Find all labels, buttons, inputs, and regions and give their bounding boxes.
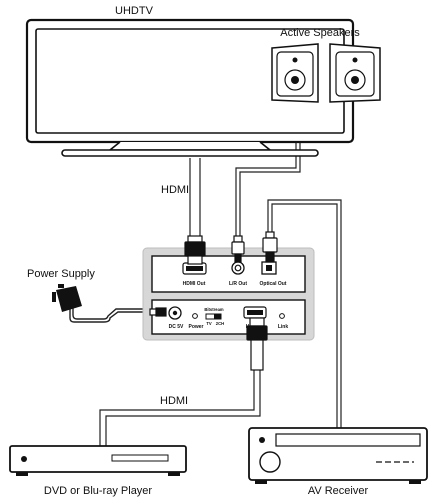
hdmi-cable-tv bbox=[189, 158, 201, 238]
power-label: Power bbox=[188, 324, 203, 330]
hdmi-in-port bbox=[243, 306, 267, 319]
active-speakers bbox=[271, 43, 381, 103]
dvd-player bbox=[9, 445, 187, 476]
tv-label: UHDTV bbox=[115, 5, 154, 17]
optical-cable-receiver bbox=[267, 199, 342, 428]
lr-out-label: L/R Out bbox=[229, 281, 247, 287]
optical-out-port bbox=[261, 261, 277, 275]
power-supply-label: Power Supply bbox=[27, 268, 95, 280]
dvd-player-label: DVD or Blu-ray Player bbox=[44, 485, 153, 497]
power-supply bbox=[52, 284, 82, 312]
av-receiver-label: AV Receiver bbox=[308, 485, 369, 497]
av-receiver bbox=[248, 427, 428, 484]
extractor-output-panel bbox=[151, 255, 306, 293]
optical-plug bbox=[262, 231, 278, 263]
power-cable bbox=[69, 306, 158, 323]
switch-tv-label: TV bbox=[206, 321, 212, 326]
link-label: Link bbox=[278, 324, 288, 330]
hdmi-label-top: HDMI bbox=[161, 184, 189, 196]
hdmi-out-label: HDMI Out bbox=[183, 281, 206, 287]
audio-plug bbox=[231, 235, 245, 263]
power-led bbox=[192, 313, 198, 319]
speakers-label: Active Speakers bbox=[280, 27, 360, 39]
bitstream-label: Bitstream bbox=[204, 307, 224, 312]
hdmi-cable-player bbox=[99, 368, 261, 446]
connectors bbox=[149, 231, 278, 371]
lr-out-port bbox=[231, 261, 245, 275]
audio-extractor: HDMI Out L/R Out Optical Out DC 5V Power… bbox=[142, 247, 315, 341]
bitstream-switch bbox=[205, 313, 222, 320]
hdmi-out-port bbox=[182, 262, 207, 275]
speaker-right bbox=[329, 43, 381, 103]
optical-out-label: Optical Out bbox=[260, 281, 287, 287]
dc-plug bbox=[149, 307, 167, 317]
speaker-left bbox=[271, 43, 319, 103]
hdmi-label-bottom: HDMI bbox=[160, 395, 188, 407]
switch-2ch-label: 2CH bbox=[216, 321, 224, 326]
hdmi-plug-in bbox=[246, 317, 268, 371]
dc-label: DC 5V bbox=[169, 324, 184, 330]
hdmi-plug-out bbox=[184, 235, 206, 265]
dc-port bbox=[168, 306, 182, 320]
link-led bbox=[279, 313, 285, 319]
